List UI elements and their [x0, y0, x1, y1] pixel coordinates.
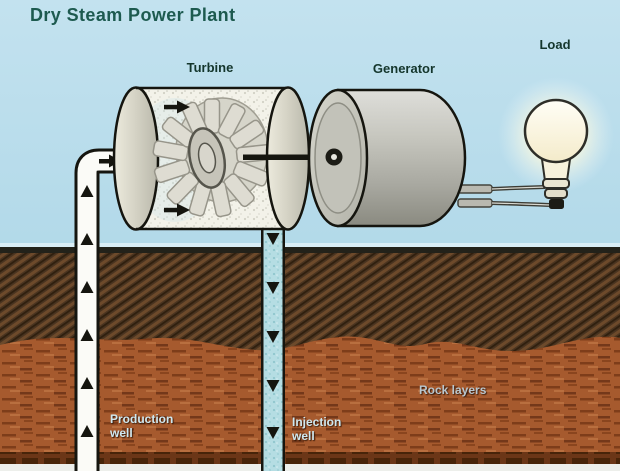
deep-dark-band	[0, 452, 620, 464]
down-arrow-icon	[266, 282, 280, 294]
turbine-outline	[136, 86, 288, 231]
up-arrow-icon	[80, 185, 94, 197]
turbine-graphic	[112, 86, 311, 231]
load-label: Load	[539, 37, 571, 52]
production-well-label-line1: Production	[110, 412, 174, 426]
up-arrow-icon	[80, 377, 94, 389]
ground-surface-line	[0, 247, 620, 253]
rock-layers-label: Rock layers	[419, 383, 487, 397]
steam-flow-arrow-icons	[164, 100, 190, 217]
light-bulb-icon	[523, 98, 589, 209]
wires	[491, 185, 552, 207]
screw-band	[544, 188, 568, 199]
bulb-contact-tip	[549, 199, 564, 209]
down-arrow-icon	[266, 233, 280, 245]
up-arrow-icon	[80, 233, 94, 245]
diagram-title: Dry Steam Power Plant	[30, 5, 236, 25]
injection-well-label-line2: well	[292, 429, 315, 443]
production-well-label-line2: well	[110, 426, 133, 440]
down-arrow-icons	[266, 233, 280, 439]
drive-shaft	[243, 154, 335, 160]
up-arrow-icon	[80, 425, 94, 437]
injection-well-label-line1: Injection	[292, 415, 342, 429]
turbine-left-cap	[112, 86, 160, 231]
down-arrow-icon	[266, 427, 280, 439]
up-arrow-icon	[80, 329, 94, 341]
ground-layers	[0, 243, 620, 471]
surface-highlight	[0, 243, 620, 247]
production-well-pipe	[74, 148, 124, 471]
generator-body	[336, 88, 467, 228]
injection-well-pipe	[261, 224, 285, 471]
generator-label: Generator	[372, 61, 436, 76]
screw-band	[542, 178, 570, 189]
upper-rock-layer	[0, 250, 620, 352]
down-arrow-icon	[266, 331, 280, 343]
production-well-label: Production well	[110, 412, 173, 440]
turbine-wheel	[152, 97, 272, 218]
down-arrow-icon	[266, 380, 280, 392]
up-arrow-icons	[80, 185, 94, 437]
turbine-label: Turbine	[186, 60, 234, 75]
bottom-strip	[0, 464, 620, 471]
bulb-globe	[523, 98, 589, 164]
up-arrow-icon	[80, 281, 94, 293]
generator-graphic	[307, 88, 493, 228]
injection-well-label: Injection well	[292, 415, 341, 443]
